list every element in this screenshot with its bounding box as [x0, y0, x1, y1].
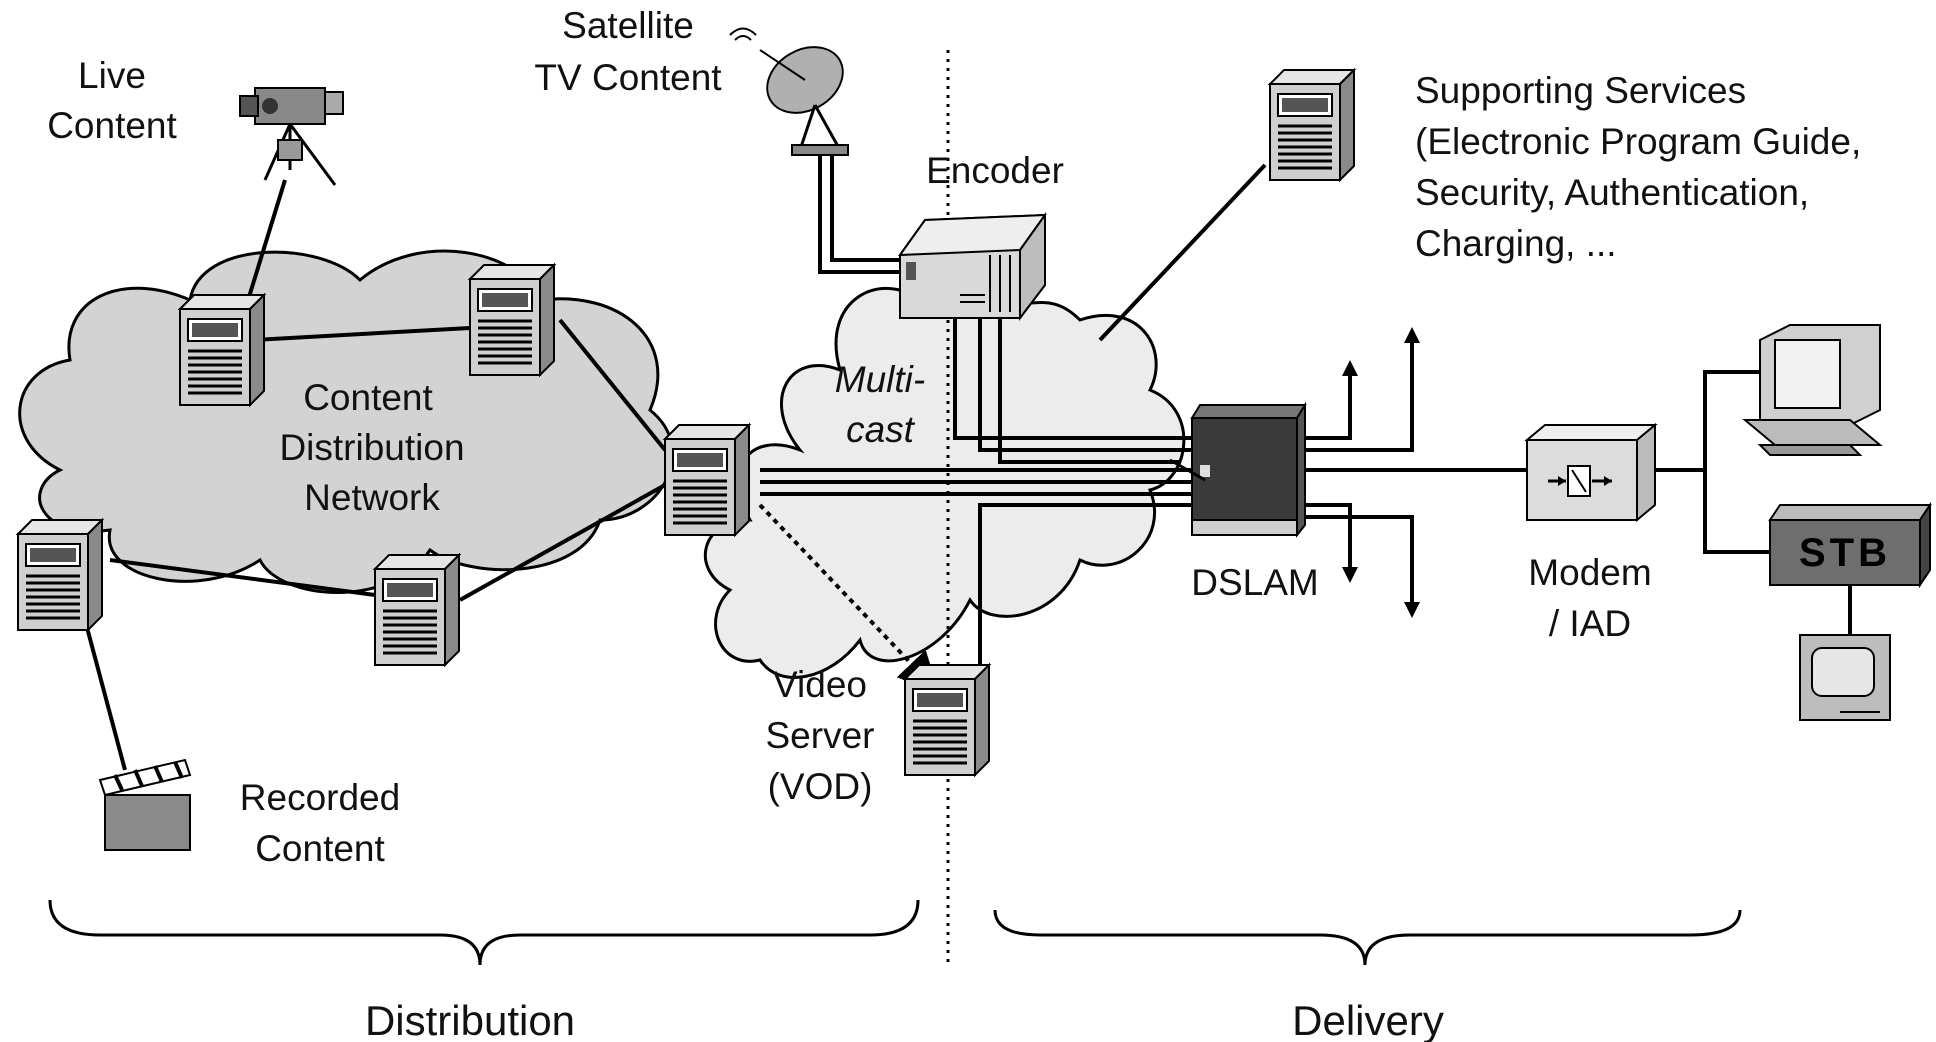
- svg-text:Content: Content: [255, 828, 385, 869]
- video-server-icon: [905, 665, 989, 775]
- svg-text:Supporting Services: Supporting Services: [1415, 70, 1746, 111]
- dslam-label: DSLAM: [1191, 562, 1318, 603]
- encoder-label: Encoder: [926, 150, 1064, 191]
- svg-text:Content: Content: [47, 105, 177, 146]
- branch-arrowheads: [1342, 327, 1420, 618]
- distribution-brace: [50, 900, 918, 965]
- satellite-dish-icon: [730, 29, 855, 156]
- content-distribution-cloud: [20, 251, 673, 592]
- services-link: [1100, 165, 1265, 340]
- computer-icon: [1745, 325, 1880, 455]
- modem-to-clients: [1655, 372, 1760, 470]
- video-server-label: Video Server (VOD): [766, 664, 875, 807]
- delivery-label: Delivery: [1292, 997, 1444, 1042]
- cdn-server-5-icon: [375, 555, 459, 665]
- encoder-icon: [900, 215, 1045, 318]
- cdn-server-4-icon: [18, 520, 102, 630]
- svg-text:(VOD): (VOD): [768, 766, 873, 807]
- supporting-services-server-icon: [1270, 70, 1354, 180]
- delivery-cloud: [705, 278, 1184, 678]
- live-content-label: Live Content: [47, 55, 177, 146]
- svg-text:Recorded: Recorded: [240, 777, 400, 818]
- cdn-server-1-icon: [180, 295, 264, 405]
- svg-text:cast: cast: [846, 409, 916, 450]
- svg-text:Charging, ...: Charging, ...: [1415, 223, 1617, 264]
- svg-text:Modem: Modem: [1528, 552, 1651, 593]
- delivery-brace: [995, 910, 1740, 965]
- stb-icon: STB: [1770, 505, 1930, 585]
- modem-to-stb: [1705, 470, 1770, 552]
- svg-text:Video: Video: [773, 664, 867, 705]
- recorded-content-label: Recorded Content: [240, 777, 400, 869]
- modem-icon: [1527, 425, 1655, 520]
- cdn-server-3-icon: [665, 425, 749, 535]
- svg-text:Live: Live: [78, 55, 146, 96]
- cdn-server-2-icon: [470, 265, 554, 375]
- modem-label: Modem / IAD: [1528, 552, 1651, 644]
- svg-text:Server: Server: [766, 715, 875, 756]
- svg-text:Security, Authentication,: Security, Authentication,: [1415, 172, 1809, 213]
- clapperboard-icon: [100, 760, 190, 850]
- svg-text:Distribution: Distribution: [279, 427, 464, 468]
- tv-icon: [1800, 635, 1890, 720]
- satellite-content-label: Satellite TV Content: [534, 5, 722, 98]
- dslam-icon: [1170, 405, 1305, 535]
- satellite-links: [820, 150, 905, 272]
- svg-text:/ IAD: / IAD: [1549, 603, 1631, 644]
- svg-text:Network: Network: [304, 477, 440, 518]
- svg-text:Multi-: Multi-: [835, 359, 925, 400]
- svg-text:TV Content: TV Content: [534, 57, 722, 98]
- svg-text:Content: Content: [303, 377, 433, 418]
- supporting-services-label: Supporting Services (Electronic Program …: [1415, 70, 1861, 264]
- camera-icon: [240, 88, 343, 185]
- svg-text:(Electronic Program Guide,: (Electronic Program Guide,: [1415, 121, 1861, 162]
- svg-text:Satellite: Satellite: [562, 5, 694, 46]
- stb-label: STB: [1799, 531, 1891, 575]
- distribution-label: Distribution: [365, 997, 575, 1042]
